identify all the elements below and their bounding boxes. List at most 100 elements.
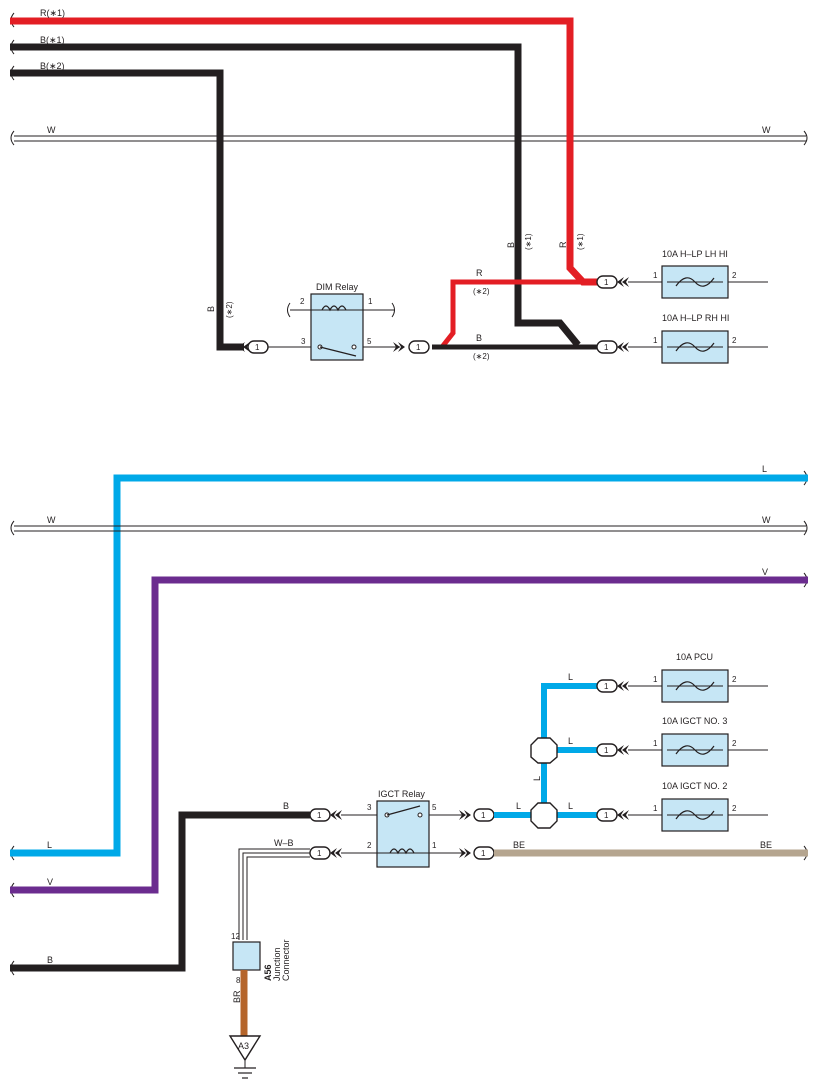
wire-w-top: W W: [14, 125, 806, 142]
wire-break-marks-top: [10, 12, 808, 146]
wire-label-v-left: V: [47, 877, 53, 887]
dim-relay-title: DIM Relay: [316, 282, 359, 292]
wire-r2-branch: [440, 279, 598, 349]
svg-text:1: 1: [653, 271, 658, 280]
svg-text:5: 5: [367, 337, 372, 346]
junction-connector-line1: Junction: [272, 947, 282, 981]
wire-label-r-branch: R: [476, 268, 483, 278]
connector-dim-out: 1: [393, 340, 430, 354]
junction-connector-line2: Connector: [281, 939, 291, 981]
wire-label-be-left: BE: [513, 840, 525, 850]
ground-a3: A3: [228, 1035, 262, 1079]
svg-text:2: 2: [732, 336, 737, 345]
svg-text:1: 1: [416, 343, 421, 352]
svg-text:2: 2: [732, 804, 737, 813]
svg-text:1: 1: [604, 343, 609, 352]
svg-text:12: 12: [231, 932, 240, 941]
fuse-igct-no2: 1 10A IGCT NO. 2 1 2: [596, 781, 768, 832]
wire-b-bottom: [10, 811, 310, 972]
svg-text:1: 1: [653, 336, 658, 345]
connector-igct-out-be: 1: [459, 846, 495, 860]
wire-label-wb: W–B: [274, 838, 294, 848]
fuse-hlp-lh-title: 10A H–LP LH HI: [662, 249, 728, 259]
svg-text:1: 1: [653, 739, 658, 748]
svg-text:1: 1: [604, 811, 609, 820]
wire-wb: W–B: [238, 838, 310, 940]
svg-text:1: 1: [481, 811, 486, 820]
wire-label-r1: R(∗1): [40, 8, 65, 18]
igct-relay-title: IGCT Relay: [378, 789, 425, 799]
wire-label-r-vertical: R: [558, 241, 568, 248]
svg-text:2: 2: [300, 297, 305, 306]
svg-text:3: 3: [367, 803, 372, 812]
connector-igct-in-b: 1: [309, 808, 377, 822]
wire-label-l-mid-branch: L: [568, 736, 573, 746]
wire-label-l-left: L: [47, 840, 52, 850]
svg-text:8: 8: [236, 976, 241, 985]
wire-label-l-bottom-branch: L: [568, 801, 573, 811]
wire-label-r-branch-note: (∗2): [473, 287, 490, 296]
wire-label-b-igct: B: [283, 801, 289, 811]
svg-text:2: 2: [367, 841, 372, 850]
dim-relay: DIM Relay 2 1 3 5: [287, 282, 400, 361]
ground-code: A3: [238, 1041, 249, 1051]
svg-text:2: 2: [732, 271, 737, 280]
wire-label-l-top: L: [762, 464, 767, 474]
connector-igct-out-l: 1: [459, 808, 495, 822]
wire-label-b-branch-note: (∗2): [473, 352, 490, 361]
svg-text:1: 1: [432, 841, 437, 850]
wire-label-b-vertical-note: (∗1): [524, 233, 533, 250]
wire-label-b-dim-note: (∗2): [225, 301, 234, 318]
fuse-igct-no3-title: 10A IGCT NO. 3: [662, 716, 727, 726]
wire-label-b-left: B: [47, 955, 53, 965]
connector-igct-in-wb: 1: [309, 846, 377, 860]
junction-connector-code: A56: [263, 964, 273, 981]
wire-label-be-right: BE: [760, 840, 772, 850]
svg-text:1: 1: [317, 811, 322, 820]
svg-text:2: 2: [732, 739, 737, 748]
fuse-hlp-rh: 1 10A H–LP RH HI 1 2: [596, 313, 768, 364]
wire-label-b2: B(∗2): [40, 61, 65, 71]
wire-label-b-vertical: B: [506, 242, 516, 248]
igct-relay: IGCT Relay 3 5 2 1: [367, 789, 465, 868]
wire-label-l-relay-out: L: [516, 801, 521, 811]
svg-text:1: 1: [368, 297, 373, 306]
fuse-hlp-rh-title: 10A H–LP RH HI: [662, 313, 729, 323]
svg-text:1: 1: [604, 278, 609, 287]
fuse-igct-no2-title: 10A IGCT NO. 2: [662, 781, 727, 791]
wire-label-b-branch: B: [476, 333, 482, 343]
wire-v: [10, 576, 808, 894]
connector-dim-in: 1: [238, 340, 311, 354]
fuse-igct-no3: 1 10A IGCT NO. 3 1 2: [596, 716, 768, 767]
wire-label-w-top-left: W: [47, 125, 56, 135]
wire-label-l-vertical: L: [532, 776, 542, 781]
svg-text:1: 1: [481, 849, 486, 858]
wire-l: [10, 474, 808, 857]
wire-b1: [10, 43, 581, 348]
svg-text:1: 1: [255, 343, 260, 352]
junction-point-upper: [530, 737, 558, 764]
svg-text:1: 1: [604, 682, 609, 691]
wire-label-w-mid-left: W: [47, 515, 56, 525]
svg-text:1: 1: [653, 675, 658, 684]
wire-label-b-dim: B: [206, 306, 216, 312]
fuse-pcu: 1 10A PCU 1 2: [596, 652, 768, 703]
svg-text:2: 2: [732, 675, 737, 684]
fuse-hlp-lh: 1 10A H–LP LH HI 1 2: [596, 249, 768, 299]
wire-label-l-top-branch: L: [568, 672, 573, 682]
fuse-pcu-title: 10A PCU: [676, 652, 713, 662]
wire-label-r-vertical-note: (∗1): [576, 233, 585, 250]
junction-point-lower: [530, 802, 558, 829]
wire-label-v-right: V: [762, 567, 768, 577]
junction-connector-a56: 12 8 A56 Junction Connector: [231, 932, 291, 985]
wire-b2: [10, 69, 244, 351]
svg-text:5: 5: [432, 803, 437, 812]
wire-label-w-mid-right: W: [762, 515, 771, 525]
wire-label-b1: B(∗1): [40, 35, 65, 45]
svg-text:1: 1: [317, 849, 322, 858]
wire-w-mid: W W: [14, 515, 806, 532]
wire-label-w-top-right: W: [762, 125, 771, 135]
svg-text:3: 3: [301, 337, 306, 346]
wire-label-br: BR: [232, 990, 242, 1003]
